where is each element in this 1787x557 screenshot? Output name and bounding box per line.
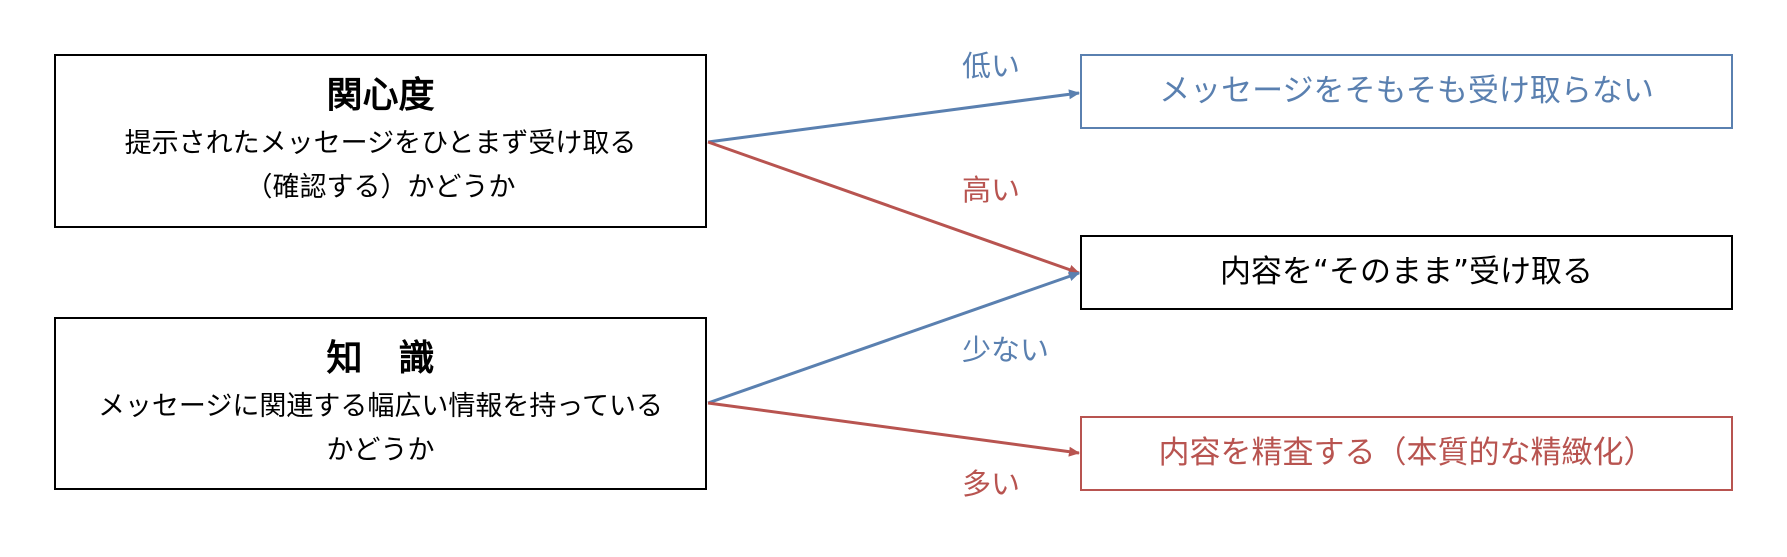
knowledge-desc-line1: メッセージに関連する幅広い情報を持っている xyxy=(97,390,664,422)
arrow-interest-low xyxy=(707,89,1080,144)
knowledge-desc-line2: かどうか xyxy=(326,434,435,466)
interest-box: 関心度 提示されたメッセージをひとまず受け取る （確認する）かどうか xyxy=(54,54,707,228)
edge-label-many: 多い xyxy=(962,467,1021,501)
outcome-ignore-box: メッセージをそもそも受け取らない xyxy=(1080,54,1733,129)
interest-desc-line2: （確認する）かどうか xyxy=(245,172,516,203)
outcome-ignore-label: メッセージをそもそも受け取らない xyxy=(1159,73,1654,109)
knowledge-box: 知 識 メッセージに関連する幅広い情報を持っている かどうか xyxy=(54,317,707,490)
interest-desc-line1: 提示されたメッセージをひとまず受け取る xyxy=(124,128,637,159)
interest-title: 関心度 xyxy=(326,75,435,116)
arrow-knowledge-many xyxy=(707,401,1080,457)
knowledge-title: 知 識 xyxy=(326,337,435,379)
outcome-accept-box: 内容を“そのまま”受け取る xyxy=(1080,235,1733,310)
edge-label-few: 少ない xyxy=(962,333,1050,367)
arrow-interest-high xyxy=(707,140,1080,275)
edge-label-low: 低い xyxy=(962,49,1021,83)
edge-label-high: 高い xyxy=(962,173,1021,207)
arrow-knowledge-few xyxy=(707,271,1080,405)
outcome-elaborate-box: 内容を精査する（本質的な精緻化） xyxy=(1080,416,1733,491)
outcome-elaborate-label: 内容を精査する（本質的な精緻化） xyxy=(1158,435,1655,471)
outcome-accept-label: 内容を“そのまま”受け取る xyxy=(1219,254,1594,290)
